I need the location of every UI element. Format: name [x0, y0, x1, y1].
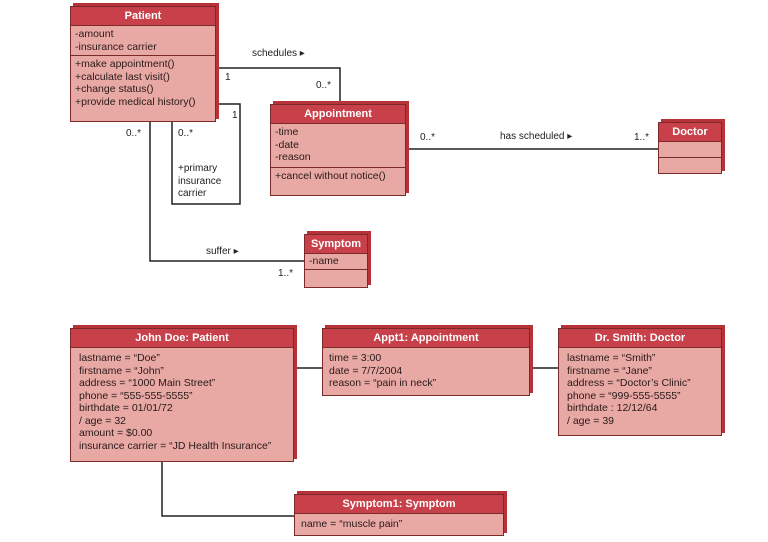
doctor-class: Doctor — [658, 122, 722, 174]
appt1-attributes: time = 3:00 date = 7/7/2004 reason = “pa… — [323, 348, 529, 394]
symptom1-object: Symptom1: Symptom name = “muscle pain” — [294, 494, 504, 536]
patient-operation: +calculate last visit() — [75, 70, 170, 83]
object-attribute: firstname = “John” — [79, 364, 164, 377]
insurance-right-multiplicity: 1 — [232, 110, 238, 121]
dr-smith-attributes: lastname = “Smith” firstname = “Jane” ad… — [559, 348, 721, 431]
insurance-self-association-line — [171, 103, 241, 205]
doctor-operations — [659, 158, 721, 174]
john-doe-object-title: John Doe: Patient — [71, 329, 293, 348]
appt1-object: Appt1: Appointment time = 3:00 date = 7/… — [322, 328, 530, 396]
suffer-association-line — [149, 121, 304, 262]
appointment-class: Appointment -time -date -reason +cancel … — [270, 104, 406, 196]
dr-smith-object: Dr. Smith: Doctor lastname = “Smith” fir… — [558, 328, 722, 436]
object-attribute: lastname = “Doe” — [79, 352, 160, 364]
john-doe-object: John Doe: Patient lastname = “Doe” first… — [70, 328, 294, 462]
object-attribute: address = “1000 Main Street” — [79, 377, 216, 389]
suffer-symptom-multiplicity: 1..* — [278, 268, 294, 279]
patient-class: Patient -amount -insurance carrier +make… — [70, 6, 216, 122]
schedules-label: schedules ▸ — [252, 48, 305, 59]
patient-class-name: Patient — [71, 7, 215, 26]
link-john-symptom1 — [161, 461, 294, 517]
object-attribute: date = 7/7/2004 — [329, 364, 403, 377]
suffer-patient-multiplicity: 0..* — [126, 128, 142, 139]
appointment-operation: +cancel without notice() — [275, 170, 386, 182]
dr-smith-object-title: Dr. Smith: Doctor — [559, 329, 721, 348]
patient-operation: +make appointment() — [75, 58, 175, 70]
has-scheduled-appointment-multiplicity: 0..* — [420, 132, 436, 143]
john-doe-attributes: lastname = “Doe” firstname = “John” addr… — [71, 348, 293, 456]
object-attribute: amount = $0.00 — [79, 427, 153, 439]
patient-attributes: -amount -insurance carrier — [71, 26, 215, 56]
appointment-attribute: -date — [275, 138, 299, 151]
has-scheduled-label: has scheduled ▸ — [500, 131, 573, 142]
object-attribute: firstname = “Jane” — [567, 364, 652, 377]
symptom1-object-title: Symptom1: Symptom — [295, 495, 503, 514]
symptom-class-name: Symptom — [305, 235, 367, 254]
insurance-role-label: +primary insurance carrier — [178, 163, 222, 199]
suffer-label: suffer ▸ — [206, 246, 239, 257]
appointment-attributes: -time -date -reason — [271, 124, 405, 168]
object-attribute: address = “Doctor’s Clinic” — [567, 377, 691, 389]
object-attribute: reason = “pain in neck” — [329, 377, 437, 389]
symptom-operations — [305, 270, 367, 286]
patient-attribute: -amount — [75, 28, 114, 40]
doctor-class-name: Doctor — [659, 123, 721, 142]
object-attribute: name = “muscle pain” — [301, 518, 403, 530]
object-attribute: phone = “999-555-5555” — [567, 389, 681, 402]
appointment-class-name: Appointment — [271, 105, 405, 124]
patient-operations: +make appointment() +calculate last visi… — [71, 56, 215, 110]
appt1-object-title: Appt1: Appointment — [323, 329, 529, 348]
schedules-appointment-multiplicity: 0..* — [316, 80, 332, 91]
appointment-attribute: -reason — [275, 151, 311, 163]
schedules-association-line — [216, 67, 341, 104]
symptom1-attributes: name = “muscle pain” — [295, 514, 503, 535]
patient-operation: +change status() — [75, 83, 154, 95]
patient-attribute: -insurance carrier — [75, 40, 157, 53]
object-attribute: / age = 32 — [79, 414, 126, 427]
symptom-attributes: -name — [305, 254, 367, 270]
appointment-operations: +cancel without notice() — [271, 168, 405, 185]
object-attribute: insurance carrier = “JD Health Insurance… — [79, 439, 272, 452]
insurance-left-multiplicity: 0..* — [178, 128, 194, 139]
object-attribute: time = 3:00 — [329, 352, 382, 364]
symptom-attribute: -name — [309, 255, 339, 267]
appointment-attribute: -time — [275, 126, 299, 138]
symptom-class: Symptom -name — [304, 234, 368, 288]
patient-operation: +provide medical history() — [75, 95, 196, 108]
has-scheduled-doctor-multiplicity: 1..* — [634, 132, 650, 143]
object-attribute: / age = 39 — [567, 414, 614, 427]
doctor-attributes — [659, 142, 721, 158]
object-attribute: lastname = “Smith” — [567, 352, 656, 364]
object-attribute: birthdate = 01/01/72 — [79, 402, 173, 414]
object-attribute: phone = “555-555-5555” — [79, 389, 193, 402]
schedules-patient-multiplicity: 1 — [225, 72, 231, 83]
object-attribute: birthdate : 12/12/64 — [567, 402, 658, 414]
